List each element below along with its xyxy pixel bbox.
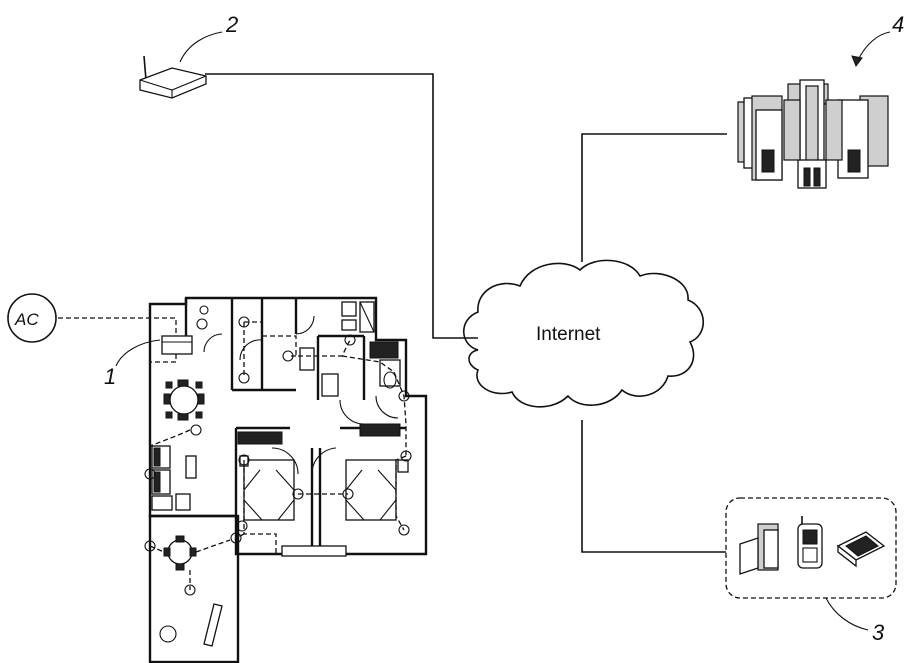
connection-lines — [58, 73, 727, 553]
air-conditioner-label: AC — [14, 310, 39, 329]
client-devices-group — [725, 497, 897, 599]
wireless-router-icon — [139, 55, 207, 99]
router-to-internet-line — [205, 73, 478, 339]
ac-to-gateway-dashed-line — [58, 317, 177, 334]
internet-label: Internet — [536, 324, 601, 345]
internet-to-clients-line — [581, 420, 726, 553]
internet-to-servers-line — [581, 133, 727, 262]
servers-leader-line — [857, 31, 891, 61]
home-number-label: 1 — [104, 364, 116, 389]
mobile-phone-icon — [797, 516, 823, 569]
server-cluster-icon — [737, 79, 889, 189]
router-leader-line — [179, 31, 223, 63]
clients-number-label: 3 — [872, 620, 885, 645]
internet-cloud: Internet — [463, 259, 704, 408]
home-floor-plan — [144, 296, 428, 663]
clients-leader-line — [825, 597, 869, 631]
router-number-label: 2 — [225, 12, 238, 37]
home-leader-line — [115, 339, 161, 367]
client-devices-dashed-frame — [725, 497, 897, 599]
desktop-computer-icon — [739, 523, 779, 575]
air-conditioner-node: AC — [7, 293, 57, 343]
servers-leader-arrow — [851, 55, 863, 68]
servers-number-label: 4 — [892, 12, 904, 37]
laptop-computer-icon — [836, 531, 886, 568]
